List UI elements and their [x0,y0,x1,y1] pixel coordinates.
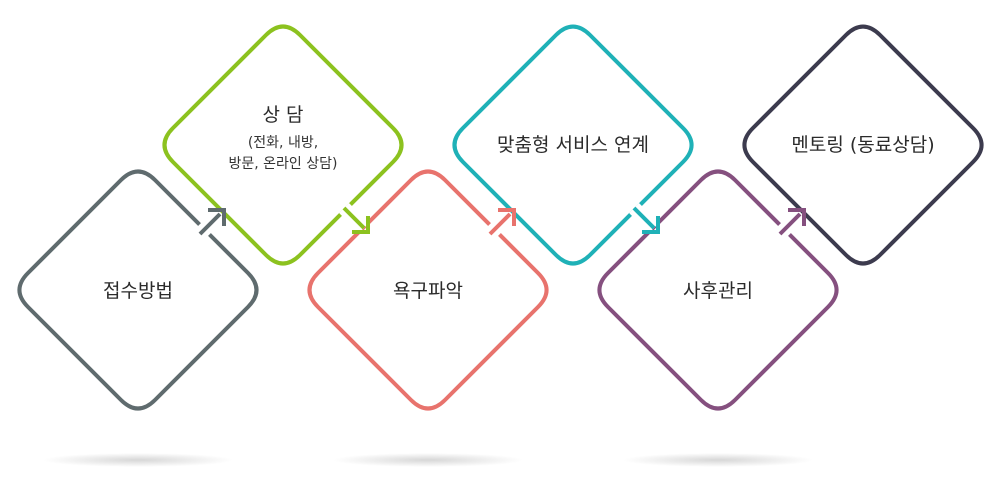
step-4-label: 맞춤형 서비스 연계 [497,134,649,156]
step-4-label-group: 맞춤형 서비스 연계 [497,134,649,156]
step-1-label-group: 접수방법 [103,280,173,302]
step-3-label: 욕구파악 [393,280,463,302]
step-2-label: 상 담 [263,104,304,126]
step-3-label-group: 욕구파악 [393,280,463,302]
connector-arrow-2-icon [339,203,370,234]
step-2-sublabel-line-1: (전화, 내방, [248,135,318,151]
step-2-label-group: 상 담 (전화, 내방, 방문, 온라인 상담) [229,104,338,172]
floor-shadow [623,453,813,467]
step-6-label-group: 멘토링 (동료상담) [791,134,934,156]
step-5-label: 사후관리 [683,280,753,302]
floor-shadow [43,453,233,467]
step-1-label: 접수방법 [103,280,173,302]
floor-shadow [333,453,523,467]
step-4-diamond [452,24,694,266]
connector-arrow-1-icon [195,208,226,239]
step-2-diamond [162,24,404,266]
connector-arrow-5-icon [775,208,806,239]
step-6-label: 멘토링 (동료상담) [791,134,934,156]
connector-arrow-4-icon [629,203,660,234]
connector-arrow-3-icon [485,208,516,239]
step-2-sublabel-line-2: 방문, 온라인 상담) [229,156,338,172]
step-5-label-group: 사후관리 [683,280,753,302]
step-6-diamond [742,24,984,266]
arrow-layer [195,203,806,239]
